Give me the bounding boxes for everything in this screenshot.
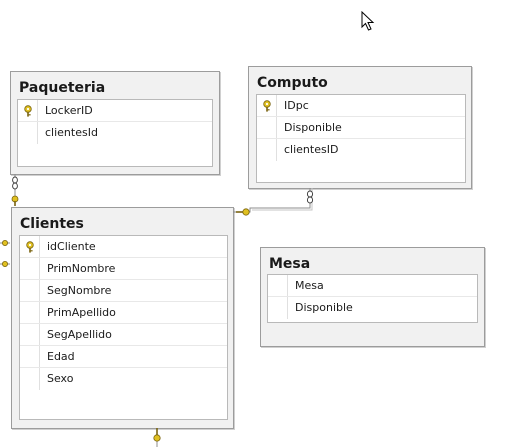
key-icon [24,105,32,117]
column-name: LockerID [45,104,93,117]
table-title: Computo [257,75,328,91]
column-row[interactable]: Disponible [257,117,465,139]
column-name: idCliente [47,240,96,253]
key-icon [236,208,250,216]
column-name: clientesID [284,143,339,156]
row-selector [257,139,277,161]
table-computo[interactable]: Computo IDpc Disponible clientesID [248,66,472,189]
table-mesa[interactable]: Mesa Mesa Disponible [260,247,485,347]
row-selector [18,100,38,121]
mouse-cursor-icon [361,10,375,37]
column-row[interactable]: Edad [20,346,227,368]
column-grid: idCliente PrimNombre SegNombre PrimApell… [19,235,228,420]
column-name: Disponible [295,301,353,314]
row-selector [257,117,277,138]
row-selector [20,324,40,345]
column-row[interactable]: Mesa [268,275,477,297]
relationship-computo-clientes[interactable] [233,188,314,216]
column-grid: IDpc Disponible clientesID [256,94,466,183]
column-name: PrimNombre [47,262,116,275]
table-clientes[interactable]: Clientes idCliente PrimNombre SegNombre … [11,207,234,429]
column-grid: Mesa Disponible [267,274,478,323]
row-selector [20,368,40,390]
row-selector [20,258,40,279]
key-icon [2,260,8,267]
table-title: Mesa [269,256,311,272]
row-selector [20,236,40,257]
column-row[interactable]: PrimApellido [20,302,227,324]
relationship-paqueteria-clientes[interactable] [11,174,19,206]
key-icon [153,428,161,442]
column-row[interactable]: idCliente [20,236,227,258]
row-selector [257,95,277,116]
key-icon [263,100,271,112]
key-icon [2,239,8,246]
column-name: SegApellido [47,328,112,341]
relationship-clientes-bottom[interactable] [153,428,161,447]
key-icon [11,195,19,206]
column-grid: LockerID clientesId [17,99,213,167]
row-selector [268,297,288,319]
table-title: Clientes [20,216,84,232]
column-name: SegNombre [47,284,112,297]
column-name: Disponible [284,121,342,134]
column-row[interactable]: LockerID [18,100,212,122]
key-icon [26,241,34,253]
column-row[interactable]: SegApellido [20,324,227,346]
infinity-icon [12,176,18,190]
column-name: Edad [47,350,75,363]
column-name: PrimApellido [47,306,116,319]
table-title: Paqueteria [19,80,106,96]
row-selector [268,275,288,296]
row-selector [20,302,40,323]
column-row[interactable]: SegNombre [20,280,227,302]
column-row[interactable]: clientesID [257,139,465,161]
infinity-icon [306,190,314,204]
column-name: clientesId [45,126,98,139]
row-selector [20,280,40,301]
column-row[interactable]: Sexo [20,368,227,390]
relationship-left-offscreen[interactable] [0,239,10,267]
column-row[interactable]: IDpc [257,95,465,117]
column-row[interactable]: clientesId [18,122,212,144]
column-name: IDpc [284,99,309,112]
column-row[interactable]: PrimNombre [20,258,227,280]
row-selector [18,122,38,144]
table-paqueteria[interactable]: Paqueteria LockerID clientesId [10,71,220,175]
row-selector [20,346,40,367]
column-name: Mesa [295,279,324,292]
column-name: Sexo [47,372,74,385]
column-row[interactable]: Disponible [268,297,477,319]
